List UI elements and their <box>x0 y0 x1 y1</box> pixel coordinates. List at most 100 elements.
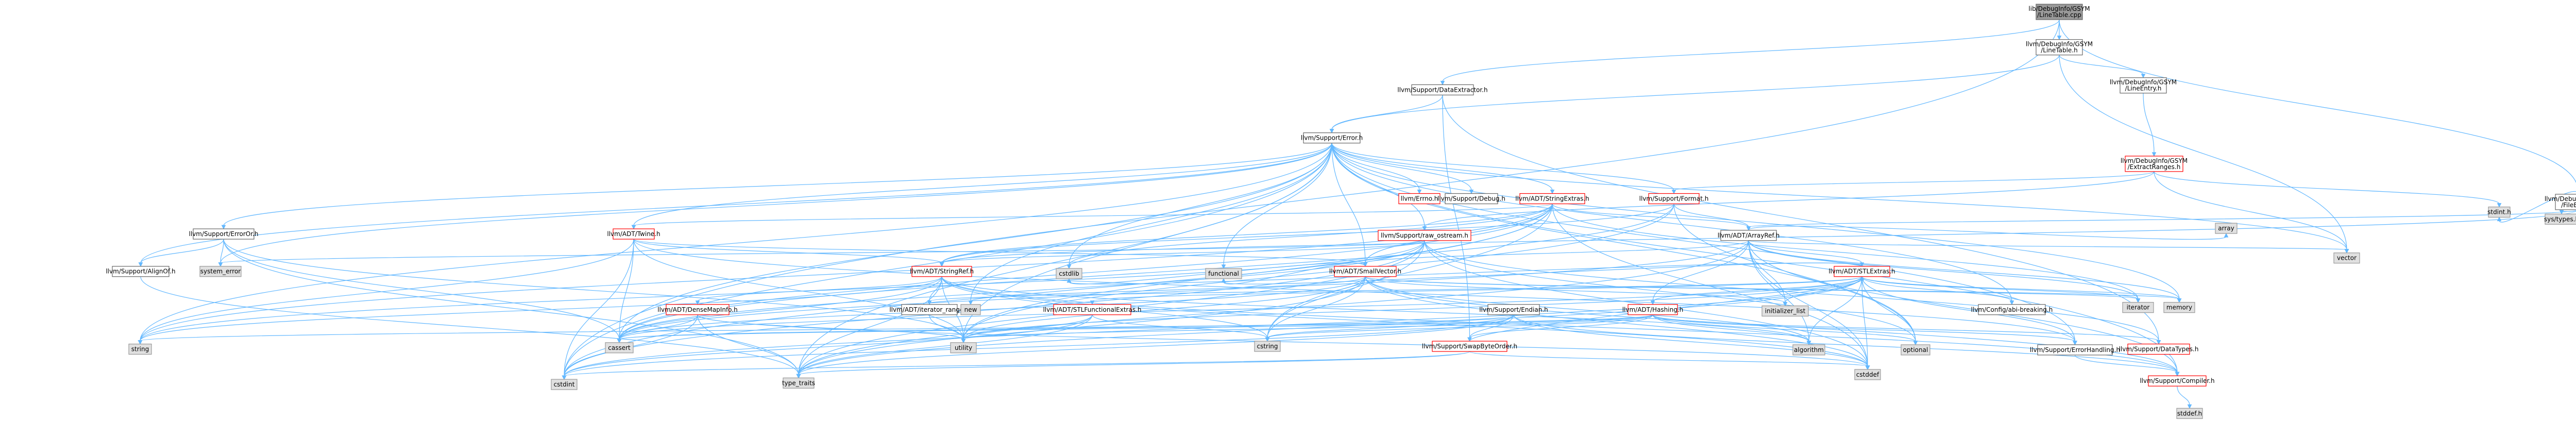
node-extractranges[interactable]: llvm/DebugInfo/GSYM/ExtractRanges.h <box>2121 156 2188 172</box>
node-label: type_traits <box>782 379 815 386</box>
node-box <box>2215 223 2238 234</box>
edge-raw_ostream-to-system_error <box>218 240 1425 267</box>
edge-root-to-dataextractor <box>1440 20 2060 86</box>
node-label: /LineTable.cpp <box>2037 11 2081 19</box>
node-box <box>666 304 730 315</box>
node-box <box>1901 344 1930 356</box>
node-box <box>901 304 958 315</box>
node-initializer_list: initializer_list <box>1761 305 1809 317</box>
node-label: llvm/ADT/StringRef.h <box>910 268 974 275</box>
node-stlfunctional[interactable]: llvm/ADT/STLFunctionalExtras.h <box>1043 304 1142 315</box>
node-label: stdint.h <box>2487 209 2511 216</box>
node-stringref[interactable]: llvm/ADT/StringRef.h <box>910 266 974 277</box>
edge-extractranges-to-format_h <box>1671 171 2155 194</box>
edge-errorhandling-to-compiler <box>2074 355 2180 377</box>
node-label: llvm/Support/Error.h <box>1301 135 1363 142</box>
node-erroror[interactable]: llvm/Support/ErrorOr.h <box>189 228 259 240</box>
node-layer: lib/DebugInfo/GSYM/LineTable.cpp llvm/Deb… <box>106 4 2576 419</box>
node-cstdint: cstdint <box>551 379 578 390</box>
node-utility: utility <box>950 342 977 354</box>
node-box <box>1254 341 1281 352</box>
node-box <box>960 304 981 315</box>
node-box <box>551 379 578 390</box>
node-twine[interactable]: llvm/ADT/Twine.h <box>607 228 660 240</box>
node-stlextras[interactable]: llvm/ADT/STLExtras.h <box>1828 266 1895 277</box>
node-errorhandling[interactable]: llvm/Support/ErrorHandling.h <box>2030 344 2120 356</box>
edge-hashing-to-utility <box>961 314 1653 343</box>
node-box <box>2122 302 2154 313</box>
node-errno_h[interactable]: llvm/Errno.h <box>1398 193 1440 205</box>
node-lineentry[interactable]: llvm/DebugInfo/GSYM/LineEntry.h <box>2110 77 2177 94</box>
node-alignof[interactable]: llvm/Support/AlignOf.h <box>106 266 176 277</box>
node-stringextras[interactable]: llvm/ADT/StringExtras.h <box>1515 193 1589 205</box>
node-endian[interactable]: llvm/Support/Endian.h <box>1479 304 1548 315</box>
node-label: llvm/Support/ErrorHandling.h <box>2030 346 2120 354</box>
node-box <box>1056 268 1082 279</box>
node-label: initializer_list <box>1765 308 1806 315</box>
edge-root-to-cstdint <box>562 20 2060 380</box>
node-datatypes[interactable]: llvm/Support/DataTypes.h <box>2119 343 2199 355</box>
node-box <box>1053 304 1131 315</box>
node-box <box>1519 193 1585 205</box>
edge-raw_ostream-to-optional <box>1424 240 1918 346</box>
edge-error_h-to-new <box>968 143 1332 305</box>
edge-fileentry-to-systypes_h <box>2559 210 2576 215</box>
node-stdint_h: stdint.h <box>2487 206 2511 218</box>
node-label: llvm/DebugInfo/GSYM <box>2545 195 2576 203</box>
node-linetable_h[interactable]: llvm/DebugInfo/GSYM/LineTable.h <box>2026 39 2093 56</box>
node-cstddef: cstddef <box>1854 369 1881 380</box>
node-box <box>1205 268 1242 279</box>
node-label: cassert <box>608 344 631 351</box>
edge-swapbyteorder-to-cstdint <box>562 351 1470 380</box>
node-new: new <box>960 304 981 315</box>
node-configbreaking[interactable]: llvm/Config/abi-breaking.h <box>1971 304 2053 315</box>
node-box <box>1854 369 1881 380</box>
node-box <box>1334 266 1397 277</box>
node-smallvector[interactable]: llvm/ADT/SmallVector.h <box>1329 266 1401 277</box>
node-box <box>1487 304 1540 315</box>
node-hashing[interactable]: llvm/ADT/Hashing.h <box>1622 304 1684 315</box>
node-densemapinfo[interactable]: llvm/ADT/DenseMapInfo.h <box>657 304 738 315</box>
node-box <box>2555 194 2576 210</box>
edge-twine-to-string <box>138 239 634 345</box>
node-label: llvm/ADT/STLFunctionalExtras.h <box>1043 306 1141 313</box>
node-swapbyteorder[interactable]: llvm/Support/SwapByteOrder.h <box>1422 341 1517 352</box>
node-label: llvm/ADT/DenseMapInfo.h <box>657 306 737 313</box>
edge-error_h-to-format_h <box>1331 143 1676 194</box>
node-functional: functional <box>1205 268 1242 279</box>
node-algorithm: algorithm <box>1792 344 1825 356</box>
node-iterator_range[interactable]: llvm/ADT/iterator_range.h <box>889 304 970 315</box>
node-arrayref[interactable]: llvm/ADT/ArrayRef.h <box>1718 230 1780 241</box>
node-label: llvm/Support/Debug.h <box>1437 195 1505 203</box>
node-raw_ostream[interactable]: llvm/Support/raw_ostream.h <box>1378 230 1471 241</box>
node-box <box>1378 230 1471 241</box>
node-debug_h[interactable]: llvm/Support/Debug.h <box>1437 193 1505 205</box>
node-label: optional <box>1903 346 1928 354</box>
node-label: /FileEntry.h <box>2561 201 2576 209</box>
node-box <box>1411 84 1474 95</box>
edge-fileentry-to-arrayref <box>1746 210 2576 231</box>
node-box <box>1792 344 1825 356</box>
node-dataextractor[interactable]: llvm/Support/DataExtractor.h <box>1397 84 1488 95</box>
edge-endian-to-cstring <box>1265 314 1514 342</box>
edge-error_h-to-stringextras <box>1331 143 1555 194</box>
node-memory: memory <box>2163 302 2195 313</box>
node-cstdlib: cstdlib <box>1056 268 1082 279</box>
node-label: llvm/Support/Format.h <box>1639 195 1709 203</box>
edge-arrayref-to-vector <box>1748 240 2349 254</box>
node-compiler[interactable]: llvm/Support/Compiler.h <box>2140 375 2215 386</box>
edge-swapbyteorder-to-cstddef <box>1469 351 1870 371</box>
node-root[interactable]: lib/DebugInfo/GSYM/LineTable.cpp <box>2028 4 2090 20</box>
node-box <box>1720 230 1777 241</box>
node-label: functional <box>1208 270 1239 277</box>
node-box <box>2148 375 2207 386</box>
node-box <box>1834 266 1890 277</box>
node-box <box>1978 304 2046 315</box>
node-format_h[interactable]: llvm/Support/Format.h <box>1639 193 1709 205</box>
node-error_h[interactable]: llvm/Support/Error.h <box>1301 132 1363 144</box>
node-cassert: cassert <box>605 342 634 354</box>
node-fileentry[interactable]: llvm/DebugInfo/GSYM/FileEntry.h <box>2545 194 2576 210</box>
edge-hashing-to-string <box>138 314 1653 345</box>
node-array: array <box>2215 223 2238 234</box>
node-label: cstddef <box>1856 371 1879 378</box>
